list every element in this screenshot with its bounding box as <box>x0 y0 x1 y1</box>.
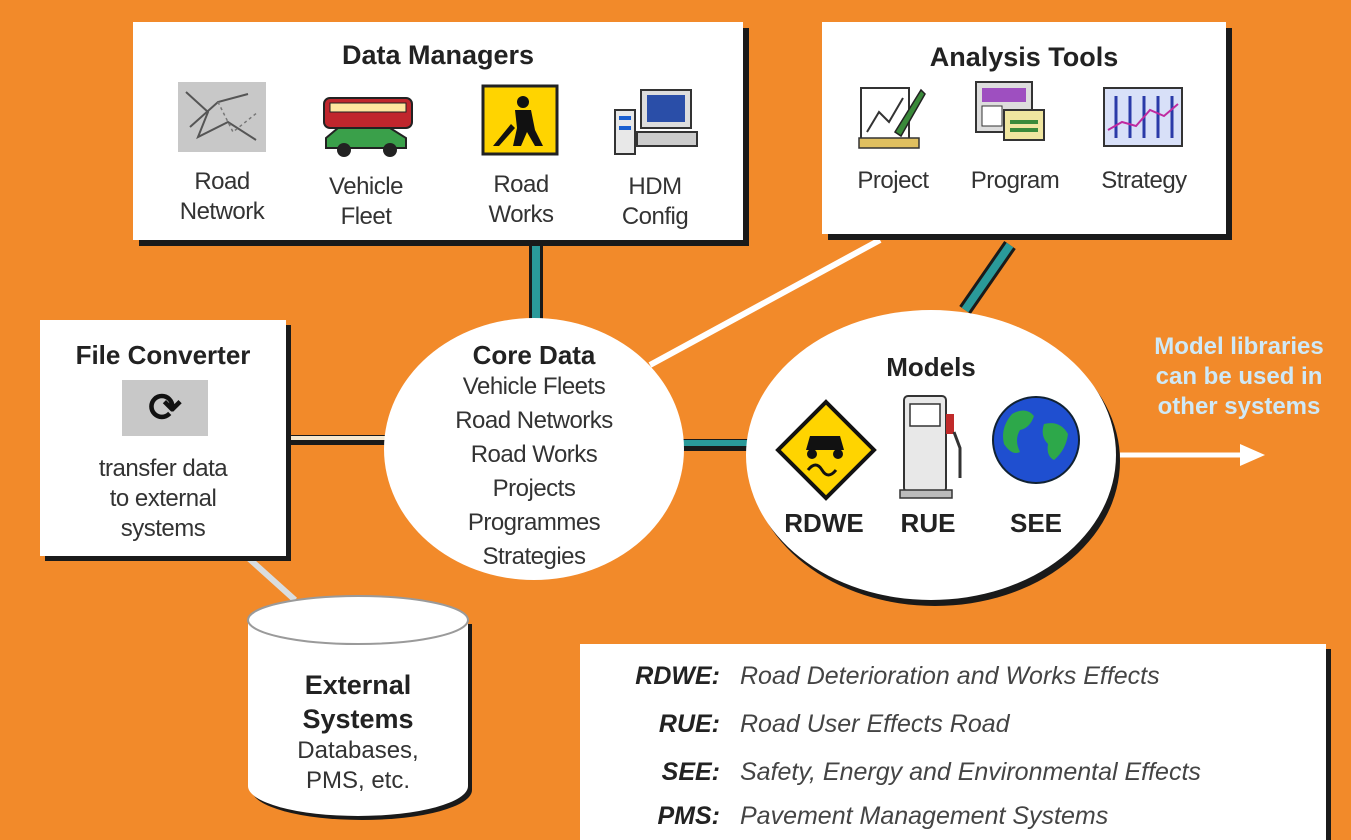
legend-definition: Road Deterioration and Works Effects <box>740 662 1160 690</box>
analysis-tools-title: Analysis Tools <box>929 42 1119 72</box>
globe-icon <box>992 396 1080 484</box>
rdwe-label: RDWE <box>784 508 864 538</box>
models-title: Models <box>886 352 976 382</box>
vehicle-fleet-icon <box>323 97 413 157</box>
legend-definition: Road User Effects Road <box>740 710 1010 738</box>
core-data-item: Road Networks <box>455 407 613 434</box>
arrow-head <box>1240 444 1265 466</box>
core-data-node: Core Data Vehicle Fleets Road Networks R… <box>384 318 684 580</box>
program-label: Program <box>970 167 1060 194</box>
core-data-title: Core Data <box>472 340 596 370</box>
data-managers-title: Data Managers <box>341 40 535 70</box>
file-converter-description: transfer data to external systems <box>98 455 228 542</box>
model-libraries-note: Model libraries can be used in other sys… <box>1154 333 1324 420</box>
external-systems-description: Databases, PMS, etc. <box>297 737 419 794</box>
road-works-icon <box>481 84 559 156</box>
refresh-icon: ⟳ <box>122 380 208 436</box>
legend-abbr: PMS: <box>657 802 721 830</box>
file-converter-panel: File Converter ⟳ transfer data to extern… <box>40 320 286 556</box>
hdm-config-icon <box>614 89 698 155</box>
strategy-label: Strategy <box>1101 167 1187 194</box>
core-data-item: Projects <box>492 475 576 502</box>
core-data-item: Road Works <box>470 441 598 468</box>
file-converter-title: File Converter <box>75 340 251 370</box>
core-data-item: Vehicle Fleets <box>462 373 606 400</box>
legend-abbr: RUE: <box>658 710 720 738</box>
project-icon <box>858 87 926 149</box>
external-systems-title: External Systems <box>302 670 414 734</box>
legend-abbr: RDWE: <box>635 662 720 690</box>
road-network-icon <box>178 82 266 152</box>
see-label: SEE <box>1009 508 1063 538</box>
analysis-tools-panel: Analysis Tools Project Program Strategy <box>822 22 1226 234</box>
models-node: Models RDWE RUE SEE <box>746 310 1116 600</box>
program-icon <box>975 81 1045 141</box>
core-data-list: Vehicle Fleets Road Networks Road Works … <box>384 370 684 574</box>
legend-panel: RDWE: Road Deterioration and Works Effec… <box>580 644 1326 840</box>
legend-definition: Pavement Management Systems <box>740 802 1109 830</box>
connector-analysis-core <box>648 237 882 368</box>
external-systems-cylinder <box>247 595 472 820</box>
legend-abbr: SEE: <box>661 758 720 786</box>
road-sign-icon <box>775 399 877 501</box>
external-systems-text: External Systems Databases, PMS, etc. <box>248 668 468 796</box>
project-label: Project <box>857 167 929 194</box>
connector-file-external <box>242 552 298 603</box>
core-data-item: Programmes <box>467 509 601 536</box>
fuel-pump-icon <box>899 395 962 499</box>
strategy-icon <box>1103 87 1183 147</box>
rue-label: RUE <box>900 508 956 538</box>
legend-definition: Safety, Energy and Environmental Effects <box>740 758 1201 786</box>
core-data-item: Strategies <box>482 543 586 570</box>
